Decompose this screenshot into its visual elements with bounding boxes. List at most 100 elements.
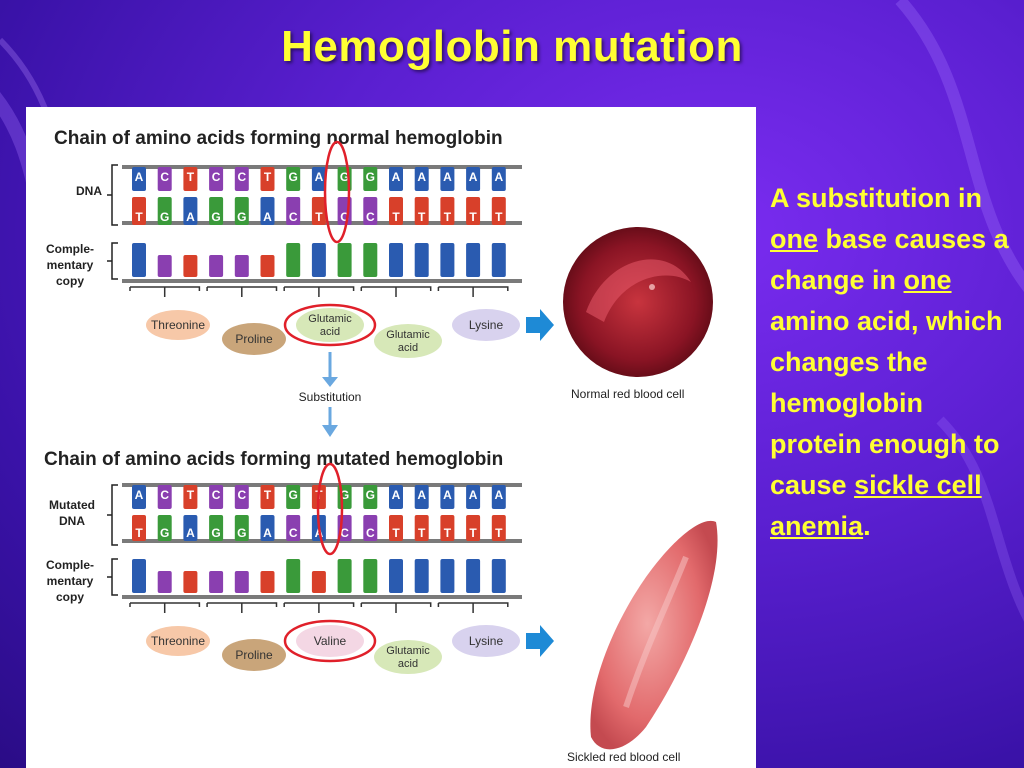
mutated-codon-brackets [129,602,509,613]
normal-bottom-base-12 [414,197,429,225]
normal-bottom-base-7 [286,197,301,225]
normal-top-base-letter-8: A [315,170,324,184]
mutated-copy-base-6 [260,571,275,593]
mutated-bottom-base-letter-9: C [340,526,349,540]
sickled-cell-caption: Sickled red blood cell [567,750,680,764]
mutated-bottom-base-4 [209,515,224,541]
mutated-bottom-base-letter-7: C [289,526,298,540]
mutated-copy-base-11 [389,559,403,593]
mutated-arrow-icon [526,625,554,657]
normal-top-base-letter-3: T [187,170,195,184]
mutated-copy-base-9 [337,559,352,593]
explanation-part-3: amino acid, which changes the hemoglobin… [770,306,1003,500]
normal-amino-acid-1-label: Threonine [151,318,205,332]
mutated-bottom-base-13 [440,515,455,541]
hemoglobin-figure: Chain of amino acids forming normal hemo… [44,128,718,764]
mutated-bottom-base-14 [466,515,481,541]
mutated-copy-base-3 [183,571,198,593]
normal-top-base-1 [132,167,146,191]
mutated-bottom-base-11 [389,515,403,541]
mutated-top-base-3 [183,485,198,509]
normal-top-base-3 [183,167,198,191]
normal-copy-base-10 [363,243,378,277]
normal-amino-acid-4: Glutamic acid [374,324,442,358]
normal-red-blood-cell [563,227,713,377]
slide-title: Hemoglobin mutation [281,22,743,71]
normal-bottom-base-letter-7: C [289,210,298,224]
normal-top-base-letter-10: G [366,170,375,184]
normal-copy-base-1 [132,243,146,277]
mutated-codon-bracket-5 [437,602,509,613]
sickled-red-blood-cell [590,520,718,750]
mutated-bottom-base-7 [286,515,301,541]
mutated-copy-label-line-3: copy [56,590,84,604]
mutated-top-base-13 [440,485,455,509]
normal-bottom-base-letter-12: T [418,210,426,224]
mutated-codon-bracket-4 [360,602,432,613]
normal-copy-base-2 [157,255,172,277]
mutated-highlight-ring-amino [283,619,377,663]
explanation-emphasis-sickle-cell-anemia: sickle cell anemia [770,470,982,541]
normal-top-base-letter-6: T [264,170,272,184]
normal-bottom-base-letter-11: T [392,210,400,224]
mutated-bottom-base-10 [363,515,378,541]
mutated-top-base-1 [132,485,146,509]
normal-bottom-base-letter-8: T [315,210,323,224]
normal-codon-bracket-5 [437,286,509,297]
normal-bottom-base-letter-1: T [135,210,143,224]
mutated-top-base-11 [389,485,403,509]
normal-bottom-base-letter-15: T [495,210,503,224]
normal-amino-acid-5: Lysine [452,309,520,341]
normal-amino-acid-3-label-line-1: Glutamic [308,313,352,325]
mutated-bottom-base-letter-1: T [135,526,143,540]
normal-top-base-letter-9: G [340,170,349,184]
normal-bottom-base-3 [183,197,198,225]
mutated-top-base-4 [209,485,224,509]
normal-amino-acid-4-label-line-1: Glutamic [386,329,430,341]
normal-copy-base-8 [311,243,326,277]
mutated-top-base-letter-10: G [366,488,375,502]
explanation-part-2: base causes a change in [770,224,1009,295]
mutated-top-base-15 [491,485,506,509]
normal-codon-brackets [129,286,509,297]
normal-top-base-10 [363,167,378,191]
normal-top-base-12 [414,167,429,191]
normal-top-base-14 [466,167,481,191]
explanation-part-1: A substitution in [770,183,982,213]
normal-top-base-letter-7: G [289,170,298,184]
normal-codon-bracket-1 [129,286,201,297]
normal-bottom-base-15 [491,197,506,225]
normal-bottom-base-letter-3: A [186,210,195,224]
normal-top-base-13 [440,167,455,191]
mutated-amino-acid-2-label: Proline [235,648,273,662]
normal-bottom-base-letter-10: C [366,210,375,224]
mutated-bottom-base-letter-6: A [263,526,272,540]
normal-copy-label-line-2: mentary [47,258,94,272]
mutated-copy-base-8 [311,571,326,593]
mutated-amino-acid-1-label: Threonine [151,634,205,648]
mutated-top-base-12 [414,485,429,509]
mutated-copy-label-line-1: Comple- [46,558,94,572]
normal-top-base-letter-15: A [494,170,503,184]
normal-top-base-letter-2: C [160,170,169,184]
normal-copy-base-3 [183,255,198,277]
normal-amino-acid-2-label: Proline [235,332,273,346]
explanation-part-4: . [863,511,871,541]
normal-copy-base-7 [286,243,301,277]
normal-bottom-base-letter-6: A [263,210,272,224]
mutated-copy-base-15 [491,559,506,593]
normal-top-base-letter-1: A [135,170,144,184]
mutated-dna-label-line-2: DNA [59,514,85,528]
mutated-top-base-letter-4: C [212,488,221,502]
normal-copy-base-13 [440,243,455,277]
explanation-emphasis-one-base: one [770,224,819,254]
normal-bottom-base-letter-2: G [160,210,169,224]
mutated-bottom-base-letter-15: T [495,526,503,540]
mutated-bottom-base-1 [132,515,146,541]
mutated-copy-base-10 [363,559,378,593]
mutated-amino-acid-4-label-line-2: acid [398,658,418,670]
normal-amino-acid-4-label-line-2: acid [398,342,418,354]
normal-bottom-base-4 [209,197,224,225]
normal-highlight-ring-amino [283,303,377,347]
normal-amino-acid-3: Glutamic acid [296,308,364,342]
